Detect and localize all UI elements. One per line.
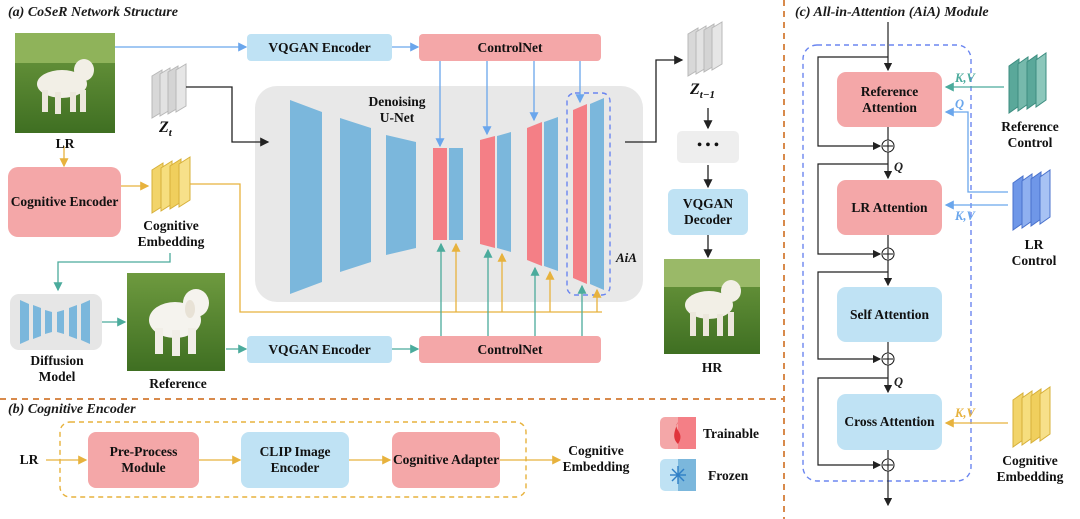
trainable-icon: [660, 417, 696, 449]
diffusion-model-icon: [10, 294, 102, 350]
q-reference-label: Q: [955, 97, 965, 111]
frozen-label: Frozen: [708, 468, 749, 483]
unet-dec-red-2: [480, 136, 495, 248]
reference-label: Reference: [149, 376, 207, 391]
unet-dec-blue-4: [590, 98, 604, 290]
controlnet-bottom: ControlNet: [419, 336, 601, 363]
q-label-1: Q: [894, 160, 904, 174]
trainable-label: Trainable: [703, 426, 760, 441]
ellipsis-box: [677, 131, 739, 163]
cognitive-encoder-input-label: LR: [19, 452, 39, 467]
unet-dec-red-3: [527, 122, 542, 266]
kv-lr-label: K,V: [955, 209, 975, 223]
hr-label: HR: [701, 360, 723, 375]
clip-image-encoder: CLIP Image Encoder: [241, 432, 349, 488]
aia-dashed-box: [566, 92, 611, 296]
unet-dec-red-4: [573, 104, 587, 284]
aia-tag: AiA: [616, 250, 637, 265]
pre-process-module: Pre-Process Module: [88, 432, 199, 488]
unet-dec-red-1: [433, 148, 447, 240]
lr-control-label: LR Control: [1011, 237, 1057, 268]
zt1-label: Zt−1: [690, 81, 716, 102]
zt-latent-stack: [151, 63, 187, 119]
cognitive-embedding-stack-a: [151, 156, 191, 214]
cognitive-embedding-label-a: Cognitive Embedding: [137, 218, 205, 249]
q-label-2: Q: [894, 375, 904, 389]
cognitive-embedding-output-label: Cognitive Embedding: [562, 443, 630, 474]
lr-label: LR: [55, 136, 75, 151]
unet-block-1: [290, 100, 322, 294]
section-c-title: (c) All-in-Attention (AiA) Module: [795, 5, 989, 20]
section-a-title: (a) CoSeR Network Structure: [8, 5, 178, 20]
controlnet-top: ControlNet: [419, 34, 601, 61]
vqgan-encoder-top: VQGAN Encoder: [247, 34, 392, 61]
denoising-unet-label: Denoising U-Net: [368, 94, 426, 125]
reference-photo: [127, 273, 225, 371]
lr-photo: [15, 33, 115, 133]
reference-attention: Reference Attention: [837, 72, 942, 127]
vqgan-encoder-bottom: VQGAN Encoder: [247, 336, 392, 363]
aia-module-dashed-box: [802, 44, 972, 482]
cross-attention: Cross Attention: [837, 394, 942, 450]
kv-cognitive-label: K,V: [955, 406, 975, 420]
reference-control-stack: [1008, 52, 1047, 114]
zt1-latent-stack: [687, 21, 723, 77]
unet-dec-blue-1: [449, 148, 463, 240]
lr-control-stack: [1012, 169, 1051, 231]
kv-reference-label: K,V: [955, 71, 975, 85]
frozen-icon: [660, 459, 696, 491]
diffusion-model-label: Diffusion Model: [30, 353, 84, 384]
cognitive-embedding-stack-c: [1012, 386, 1051, 448]
ellipsis-label: • • •: [697, 138, 719, 153]
reference-control-label: Reference Control: [1001, 119, 1059, 150]
self-attention: Self Attention: [837, 287, 942, 342]
unet-dec-blue-3: [544, 117, 558, 271]
zt-label: Zt: [159, 119, 172, 140]
hr-photo: [664, 259, 760, 354]
vqgan-decoder: VQGAN Decoder: [668, 189, 748, 235]
cognitive-encoder-box: Cognitive Encoder: [8, 167, 121, 237]
unet-dec-blue-2: [497, 132, 511, 252]
section-b-title: (b) Cognitive Encoder: [8, 402, 136, 417]
cognitive-embedding-label-c: Cognitive Embedding: [996, 453, 1064, 484]
unet-block-3: [386, 135, 416, 255]
unet-block-2: [340, 118, 371, 272]
lr-attention: LR Attention: [837, 180, 942, 235]
cognitive-adapter: Cognitive Adapter: [392, 432, 500, 488]
